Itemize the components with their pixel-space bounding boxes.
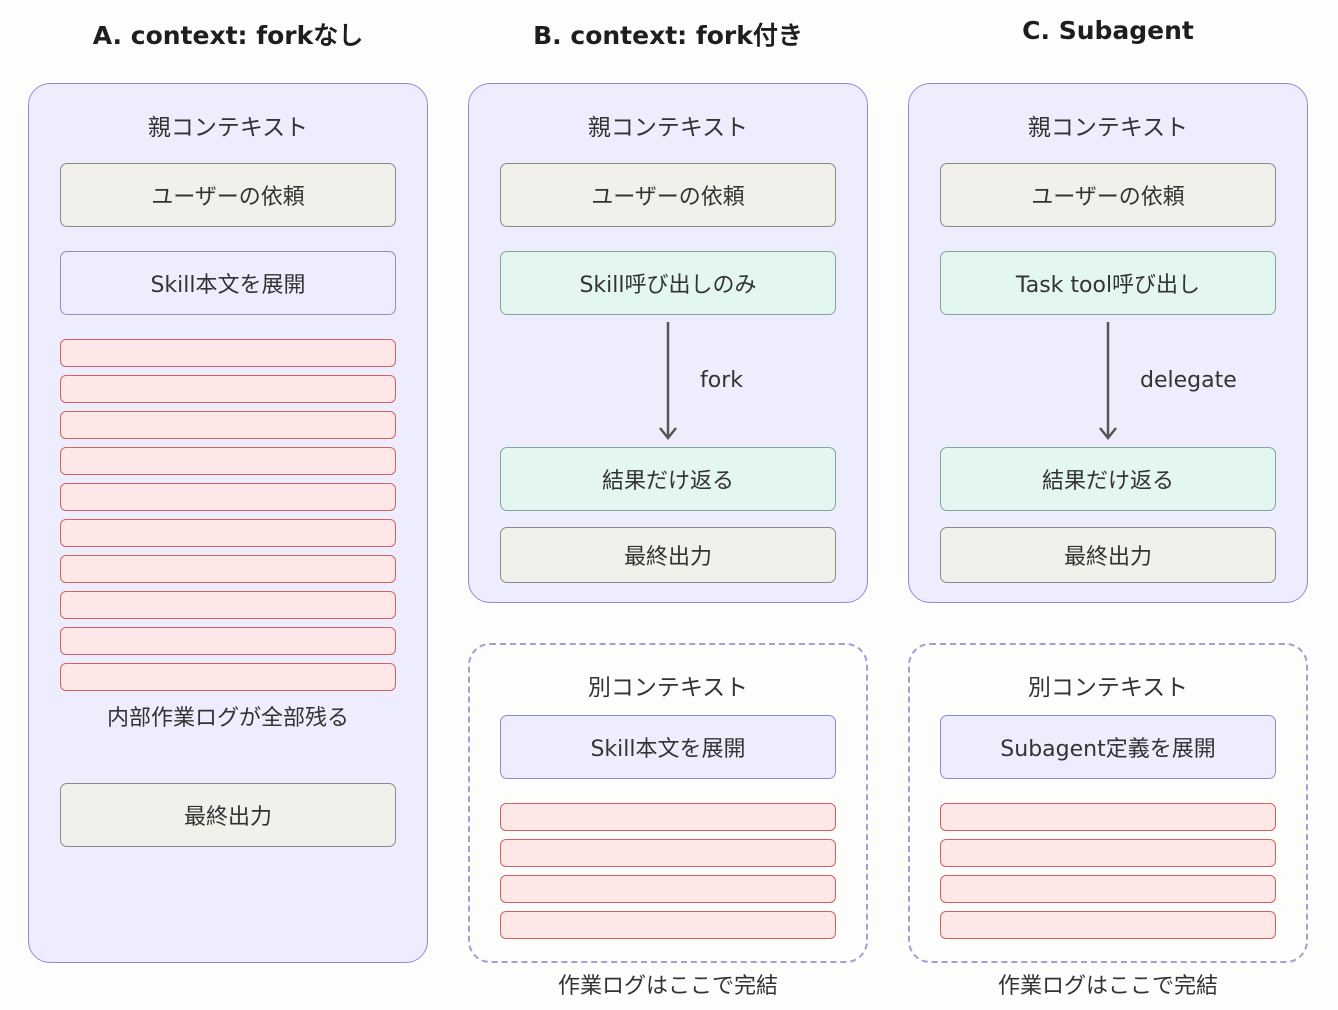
fork-arrow-label: fork xyxy=(700,368,743,393)
column-c-result-box: 結果だけ返る xyxy=(940,447,1276,511)
fork-arrow-icon xyxy=(659,322,677,441)
column-b-title: B. context: fork付き xyxy=(533,21,803,50)
log-entry xyxy=(940,803,1276,831)
column-b-call-box: Skill呼び出しのみ xyxy=(500,251,836,315)
delegate-arrow-icon xyxy=(1099,322,1117,441)
log-entry xyxy=(60,663,396,691)
column-c-parent-label: 親コンテキスト xyxy=(1027,115,1189,141)
log-entry xyxy=(500,911,836,939)
request-label: ユーザーの依頼 xyxy=(151,185,305,210)
log-entry xyxy=(60,627,396,655)
column-c-request-box: ユーザーの依頼 xyxy=(940,163,1276,227)
column-c-title: C. Subagent xyxy=(1022,16,1194,45)
call-label: Skill呼び出しのみ xyxy=(579,273,757,298)
column-a-title: A. context: forkなし xyxy=(92,21,364,50)
column-b-parent-label: 親コンテキスト xyxy=(587,115,749,141)
column-a-request-box: ユーザーの依頼 xyxy=(60,163,396,227)
expand-label: Subagent定義を展開 xyxy=(1000,737,1216,762)
log-entry xyxy=(500,803,836,831)
column-c-separate-label: 別コンテキスト xyxy=(1027,675,1189,701)
column-b-request-box: ユーザーの依頼 xyxy=(500,163,836,227)
log-entry xyxy=(60,411,396,439)
log-entry xyxy=(940,839,1276,867)
column-b-final-box: 最終出力 xyxy=(500,527,836,583)
expand-label: Skill本文を展開 xyxy=(590,737,746,762)
log-entry xyxy=(500,839,836,867)
final-label: 最終出力 xyxy=(1063,545,1152,570)
result-label: 結果だけ返る xyxy=(601,469,734,494)
result-label: 結果だけ返る xyxy=(1041,469,1174,494)
request-label: ユーザーの依頼 xyxy=(1031,185,1185,210)
column-b-separate-expand-box: Skill本文を展開 xyxy=(500,715,836,779)
final-label: 最終出力 xyxy=(623,545,712,570)
log-entry xyxy=(60,555,396,583)
column-c-separate-note: 作業ログはここで完結 xyxy=(997,974,1218,999)
column-a-log-note: 内部作業ログが全部残る xyxy=(106,706,349,731)
column-a-final-box: 最終出力 xyxy=(60,783,396,847)
log-entry xyxy=(60,483,396,511)
column-b-separate-note: 作業ログはここで完結 xyxy=(557,974,778,999)
column-a-parent-label: 親コンテキスト xyxy=(147,115,309,141)
call-label: Task tool呼び出し xyxy=(1015,273,1201,298)
column-b-result-box: 結果だけ返る xyxy=(500,447,836,511)
column-b-separate-label: 別コンテキスト xyxy=(587,675,749,701)
expand-label: Skill本文を展開 xyxy=(150,273,306,298)
column-c-final-box: 最終出力 xyxy=(940,527,1276,583)
request-label: ユーザーの依頼 xyxy=(591,185,745,210)
log-entry xyxy=(60,591,396,619)
log-entry xyxy=(60,447,396,475)
delegate-arrow-label: delegate xyxy=(1140,368,1237,393)
column-c-call-box: Task tool呼び出し xyxy=(940,251,1276,315)
log-entry xyxy=(940,875,1276,903)
column-c-separate-expand-box: Subagent定義を展開 xyxy=(940,715,1276,779)
column-a-expand-box: Skill本文を展開 xyxy=(60,251,396,315)
log-entry xyxy=(940,911,1276,939)
log-entry xyxy=(60,339,396,367)
final-label: 最終出力 xyxy=(183,805,272,830)
log-entry xyxy=(500,875,836,903)
log-entry xyxy=(60,375,396,403)
log-entry xyxy=(60,519,396,547)
